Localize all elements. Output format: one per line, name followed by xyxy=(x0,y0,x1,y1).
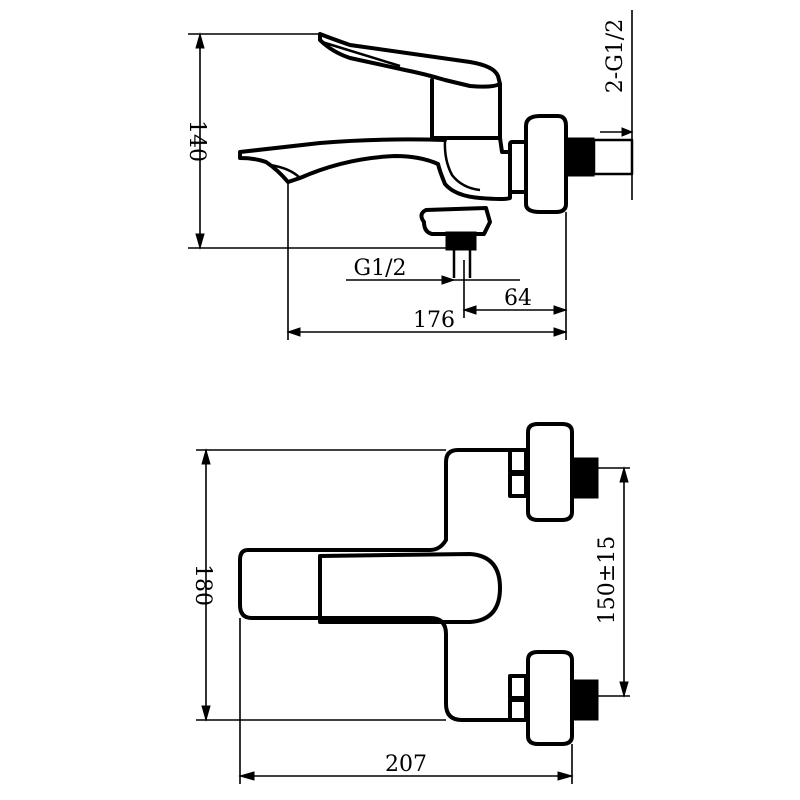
height-arrow-bottom xyxy=(195,233,205,250)
spout-underside xyxy=(269,163,301,179)
outlet-thread-label: G1/2 xyxy=(354,256,407,281)
projection-arrow-right xyxy=(553,327,568,337)
depth-dimension-lines xyxy=(196,449,446,721)
lower-nut-1 xyxy=(508,674,528,700)
inlet-thread-label: 2-G1/2 xyxy=(603,19,628,93)
spout xyxy=(238,136,512,201)
cartridge-body xyxy=(430,78,502,140)
centers-dimension-lines xyxy=(598,467,630,697)
offset-arrow-left xyxy=(462,305,477,315)
height-label: 140 xyxy=(184,120,209,162)
upper-escutcheon xyxy=(526,422,574,522)
offset-dimension-lines xyxy=(463,212,567,340)
projection-arrow-left xyxy=(286,327,301,337)
width-label: 207 xyxy=(385,752,427,777)
lower-inlet-thread xyxy=(571,679,599,721)
lower-nut-2 xyxy=(508,698,528,722)
inlet-pipe xyxy=(592,138,634,176)
upper-inlet-thread xyxy=(571,457,599,499)
lever-handle-edge xyxy=(321,40,401,68)
projection-dimension-lines xyxy=(287,182,566,340)
outlet-thread xyxy=(445,231,477,251)
lever-handle xyxy=(318,32,502,89)
inlet-thread xyxy=(565,137,595,177)
lever-top-view xyxy=(318,552,502,624)
side-view: 140 2-G1/2 G1/2 64 176 xyxy=(184,10,634,340)
body-outline xyxy=(238,448,512,722)
wall-escutcheon xyxy=(524,114,568,214)
height-arrow-top xyxy=(195,32,205,49)
outlet-offset-label: 64 xyxy=(504,286,532,311)
width-arrow-right xyxy=(557,771,574,781)
height-dimension-lines xyxy=(188,33,446,249)
inlet-arrow xyxy=(621,127,634,137)
outlet-arrow xyxy=(441,275,456,285)
width-arrow-left xyxy=(238,771,255,781)
body-nut xyxy=(508,140,528,194)
upper-nut-1 xyxy=(508,448,528,474)
centers-arrow-top xyxy=(619,466,629,483)
centers-label: 150±15 xyxy=(595,536,620,624)
lower-escutcheon xyxy=(526,650,574,746)
projection-label: 176 xyxy=(413,308,455,333)
diverter-knob xyxy=(419,206,492,236)
top-view: 180 150±15 207 xyxy=(190,422,630,784)
body-contour xyxy=(443,139,481,192)
depth-label: 180 xyxy=(190,564,215,606)
centers-arrow-bottom xyxy=(619,681,629,698)
depth-arrow-bottom xyxy=(201,705,211,722)
depth-arrow-top xyxy=(201,448,211,465)
upper-nut-2 xyxy=(508,472,528,498)
offset-arrow-right xyxy=(553,305,568,315)
outlet-pipe xyxy=(452,250,472,278)
width-dimension-lines xyxy=(239,618,573,784)
